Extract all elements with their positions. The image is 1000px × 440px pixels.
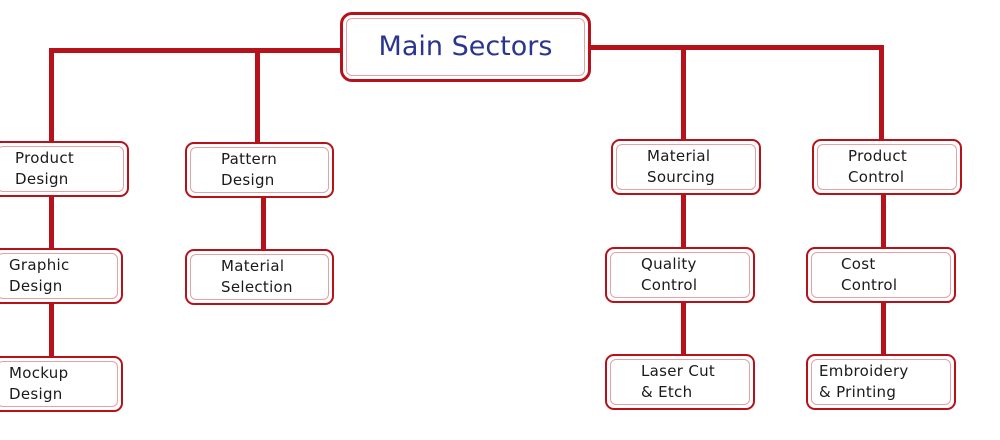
node-mockup-design[interactable]: Mockup Design	[0, 356, 123, 412]
node-label-line2: Selection	[221, 278, 293, 296]
connector-product-design	[49, 48, 54, 143]
node-label-line2: Control	[848, 168, 905, 186]
node-pattern-design[interactable]: Pattern Design	[185, 142, 334, 198]
root-node-main-sectors[interactable]: Main Sectors	[340, 12, 591, 82]
connector-product-to-graphic	[49, 194, 54, 250]
node-cost-control[interactable]: Cost Control	[806, 247, 956, 303]
node-material-selection[interactable]: Material Selection	[185, 249, 334, 305]
node-label-line2: Design	[15, 170, 69, 188]
node-label-line1: Mockup	[9, 364, 69, 382]
node-graphic-design[interactable]: Graphic Design	[0, 248, 123, 304]
node-label-line2: Control	[841, 276, 898, 294]
root-label: Main Sectors	[378, 31, 553, 62]
node-label-line1: Quality	[641, 255, 697, 273]
connector-quality-to-laser	[681, 299, 686, 356]
node-product-control[interactable]: Product Control	[812, 139, 962, 195]
node-label-line2: Design	[221, 171, 275, 189]
connector-pattern-to-material-selection	[261, 195, 266, 251]
node-label-line1: Product	[15, 149, 75, 167]
node-label-line2: & Printing	[819, 383, 897, 401]
connector-pattern-design	[255, 48, 260, 144]
node-label-line1: Material	[647, 147, 711, 165]
node-label-line1: Embroidery	[819, 362, 909, 380]
node-label-line2: Design	[9, 277, 63, 295]
node-label-line1: Laser Cut	[641, 362, 716, 380]
node-label-line2: & Etch	[641, 383, 693, 401]
node-label-line2: Design	[9, 385, 63, 403]
node-label-line1: Product	[848, 147, 908, 165]
connector-sourcing-to-quality	[681, 192, 686, 249]
node-label-line1: Pattern	[221, 150, 278, 168]
node-embroidery-printing[interactable]: Embroidery & Printing	[806, 354, 956, 410]
node-material-sourcing[interactable]: Material Sourcing	[611, 139, 761, 195]
node-quality-control[interactable]: Quality Control	[605, 247, 755, 303]
node-label-line1: Cost	[841, 255, 876, 273]
node-product-design[interactable]: Product Design	[0, 141, 129, 197]
node-label-line1: Graphic	[9, 256, 70, 274]
connector-cost-to-embroidery	[881, 300, 886, 357]
node-label-line2: Sourcing	[647, 168, 715, 186]
node-label-line2: Control	[641, 276, 698, 294]
connector-graphic-to-mockup	[49, 302, 54, 358]
node-laser-cut-etch[interactable]: Laser Cut & Etch	[605, 354, 755, 410]
connector-right-horizontal	[590, 45, 884, 50]
connector-control-to-cost	[881, 193, 886, 250]
connector-product-control	[879, 45, 884, 141]
connector-material-sourcing	[681, 45, 686, 140]
node-label-line1: Material	[221, 257, 285, 275]
connector-left-horizontal	[49, 48, 343, 53]
